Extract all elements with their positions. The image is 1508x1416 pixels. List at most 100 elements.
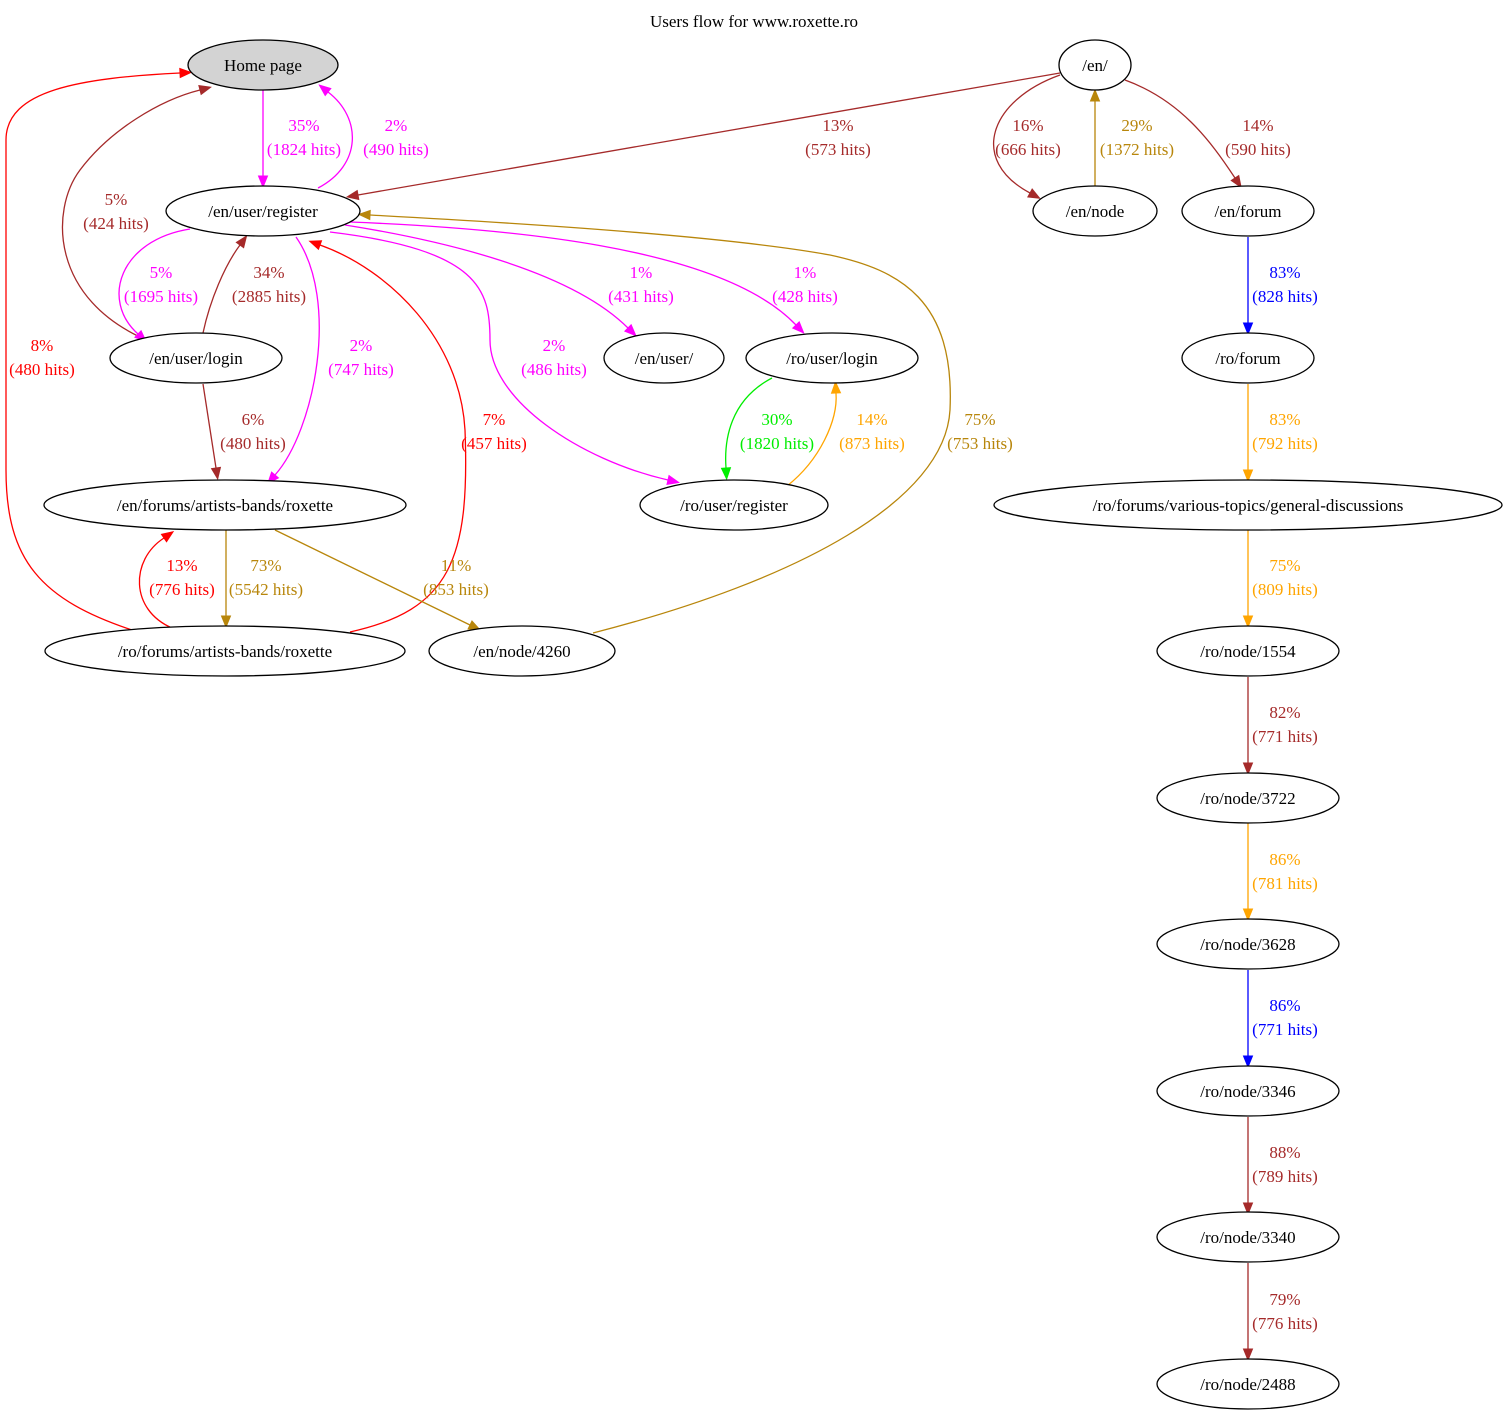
node-label: /ro/node/3346: [1200, 1082, 1295, 1101]
edge-arrowhead: [1242, 1348, 1254, 1362]
edge-percent-label: 75%: [964, 410, 995, 429]
node-ellipse: [1058, 39, 1132, 91]
node-ellipse: [187, 39, 339, 91]
edges-layer: [5, 67, 1254, 1362]
edge-label: 2%(747 hits): [328, 336, 394, 379]
edge-arrowhead: [1242, 908, 1254, 922]
node-ellipse: [109, 332, 283, 384]
edge-arrowhead: [345, 189, 360, 201]
node-ellipse: [1156, 1358, 1340, 1410]
node-en-node-4260[interactable]: /en/node/4260: [428, 625, 616, 677]
node-ro-node-2488[interactable]: /ro/node/2488: [1156, 1358, 1340, 1410]
node-en-forum[interactable]: /en/forum: [1181, 185, 1315, 237]
edge-label: 86%(771 hits): [1252, 996, 1318, 1039]
edge-percent-label: 1%: [794, 263, 817, 282]
edge-en-user-login-to-home: [61, 89, 201, 342]
edge-percent-label: 14%: [1242, 116, 1273, 135]
edge-hits-label: (2885 hits): [232, 287, 306, 306]
edge-label: 11%(853 hits): [423, 556, 489, 599]
node-label: /ro/forums/artists-bands/roxette: [118, 642, 332, 661]
edge-percent-label: 13%: [166, 556, 197, 575]
edge-percent-label: 29%: [1121, 116, 1152, 135]
node-label: /en/user/login: [149, 349, 243, 368]
node-en-forums-roxette[interactable]: /en/forums/artists-bands/roxette: [43, 479, 407, 531]
edge-en-user-login-to-en-user-register: [202, 244, 241, 334]
edge-arrowhead: [160, 531, 175, 543]
node-ro-node-3722[interactable]: /ro/node/3722: [1156, 772, 1340, 824]
edge-ro-forums-roxette-to-en-forums-roxette: [138, 537, 173, 629]
edge-hits-label: (1372 hits): [1100, 140, 1174, 159]
node-ro-node-3628[interactable]: /ro/node/3628: [1156, 918, 1340, 970]
edge-percent-label: 82%: [1269, 703, 1300, 722]
node-ro-node-3340[interactable]: /ro/node/3340: [1156, 1211, 1340, 1263]
edge-en-node-4260-to-en-user-register: [369, 214, 951, 634]
node-ellipse: [1032, 185, 1158, 237]
edge-label: 1%(428 hits): [772, 263, 838, 306]
node-ro-user-login[interactable]: /ro/user/login: [745, 332, 919, 384]
edge-label: 14%(590 hits): [1225, 116, 1291, 159]
edge-percent-label: 6%: [242, 410, 265, 429]
edge-label: 2% (486 hits): [521, 336, 587, 379]
edge-arrowhead: [1242, 762, 1254, 776]
node-label: Home page: [224, 56, 302, 75]
node-ellipse: [1181, 185, 1315, 237]
edge-label: 7%(457 hits): [461, 410, 527, 453]
edge-arrowhead: [1242, 1055, 1254, 1069]
edge-en-forums-roxette-to-en-node-4260: [274, 529, 471, 626]
node-ro-user-register[interactable]: /ro/user/register: [639, 479, 829, 531]
node-en-node[interactable]: /en/node: [1032, 185, 1158, 237]
node-label: /ro/node/3340: [1200, 1228, 1295, 1247]
edge-ro-user-login-to-ro-user-register: [725, 377, 773, 469]
edge-label: 75%(809 hits): [1252, 556, 1318, 599]
edge-hits-label: (486 hits): [521, 360, 587, 379]
edge-percent-label: 1%: [630, 263, 653, 282]
edge-label: 6% (480 hits): [220, 410, 286, 453]
node-ro-forums-roxette[interactable]: /ro/forums/artists-bands/roxette: [44, 625, 406, 677]
edge-hits-label: (789 hits): [1252, 1167, 1318, 1186]
node-en-user[interactable]: /en/user/: [603, 332, 725, 384]
node-ellipse: [43, 479, 407, 531]
edge-hits-label: (828 hits): [1252, 287, 1318, 306]
node-ro-node-3346[interactable]: /ro/node/3346: [1156, 1065, 1340, 1117]
edge-hits-label: (771 hits): [1252, 1020, 1318, 1039]
node-label: /ro/node/1554: [1200, 642, 1296, 661]
edge-arrowhead: [308, 240, 323, 251]
edge-label: 86%(781 hits): [1252, 850, 1318, 893]
edge-ro-user-register-to-ro-user-login: [786, 392, 837, 487]
edge-arrowhead: [1027, 188, 1041, 199]
edge-percent-label: 8%: [31, 336, 54, 355]
node-en[interactable]: /en/: [1058, 39, 1132, 91]
node-label: /en/node/4260: [473, 642, 570, 661]
edge-percent-label: 2%: [543, 336, 566, 355]
edge-en-user-login-to-en-forums-roxette: [202, 383, 217, 469]
edge-label: 83% (828 hits): [1252, 263, 1318, 306]
edge-percent-label: 83%: [1269, 410, 1300, 429]
edge-percent-label: 16%: [1012, 116, 1043, 135]
node-en-user-login[interactable]: /en/user/login: [109, 332, 283, 384]
edge-arrowhead: [1089, 88, 1101, 102]
node-en-user-register[interactable]: /en/user/register: [165, 185, 361, 237]
edge-hits-label: (480 hits): [220, 434, 286, 453]
edge-arrowhead: [220, 615, 232, 629]
node-ro-forum[interactable]: /ro/forum: [1181, 332, 1315, 384]
edge-arrowhead: [666, 474, 681, 485]
edge-hits-label: (1820 hits): [740, 434, 814, 453]
edge-hits-label: (753 hits): [947, 434, 1013, 453]
edge-label: 34%(2885 hits): [232, 263, 306, 306]
node-home-page[interactable]: Home page: [187, 39, 339, 91]
node-ellipse: [165, 185, 361, 237]
edge-hits-label: (424 hits): [83, 214, 149, 233]
edge-percent-label: 75%: [1269, 556, 1300, 575]
node-ro-node-1554[interactable]: /ro/node/1554: [1156, 625, 1340, 677]
edge-percent-label: 83%: [1269, 263, 1300, 282]
edge-label: 16%(666 hits): [995, 116, 1061, 159]
node-label: /en/user/register: [208, 202, 318, 221]
node-label: /ro/user/login: [786, 349, 878, 368]
edge-percent-label: 11%: [441, 556, 472, 575]
edge-label: 79%(776 hits): [1252, 1290, 1318, 1333]
node-ro-general-discussions[interactable]: /ro/forums/various-topics/general-discus…: [993, 479, 1503, 531]
node-label: /ro/forums/various-topics/general-discus…: [1093, 496, 1404, 515]
edge-hits-label: (573 hits): [805, 140, 871, 159]
